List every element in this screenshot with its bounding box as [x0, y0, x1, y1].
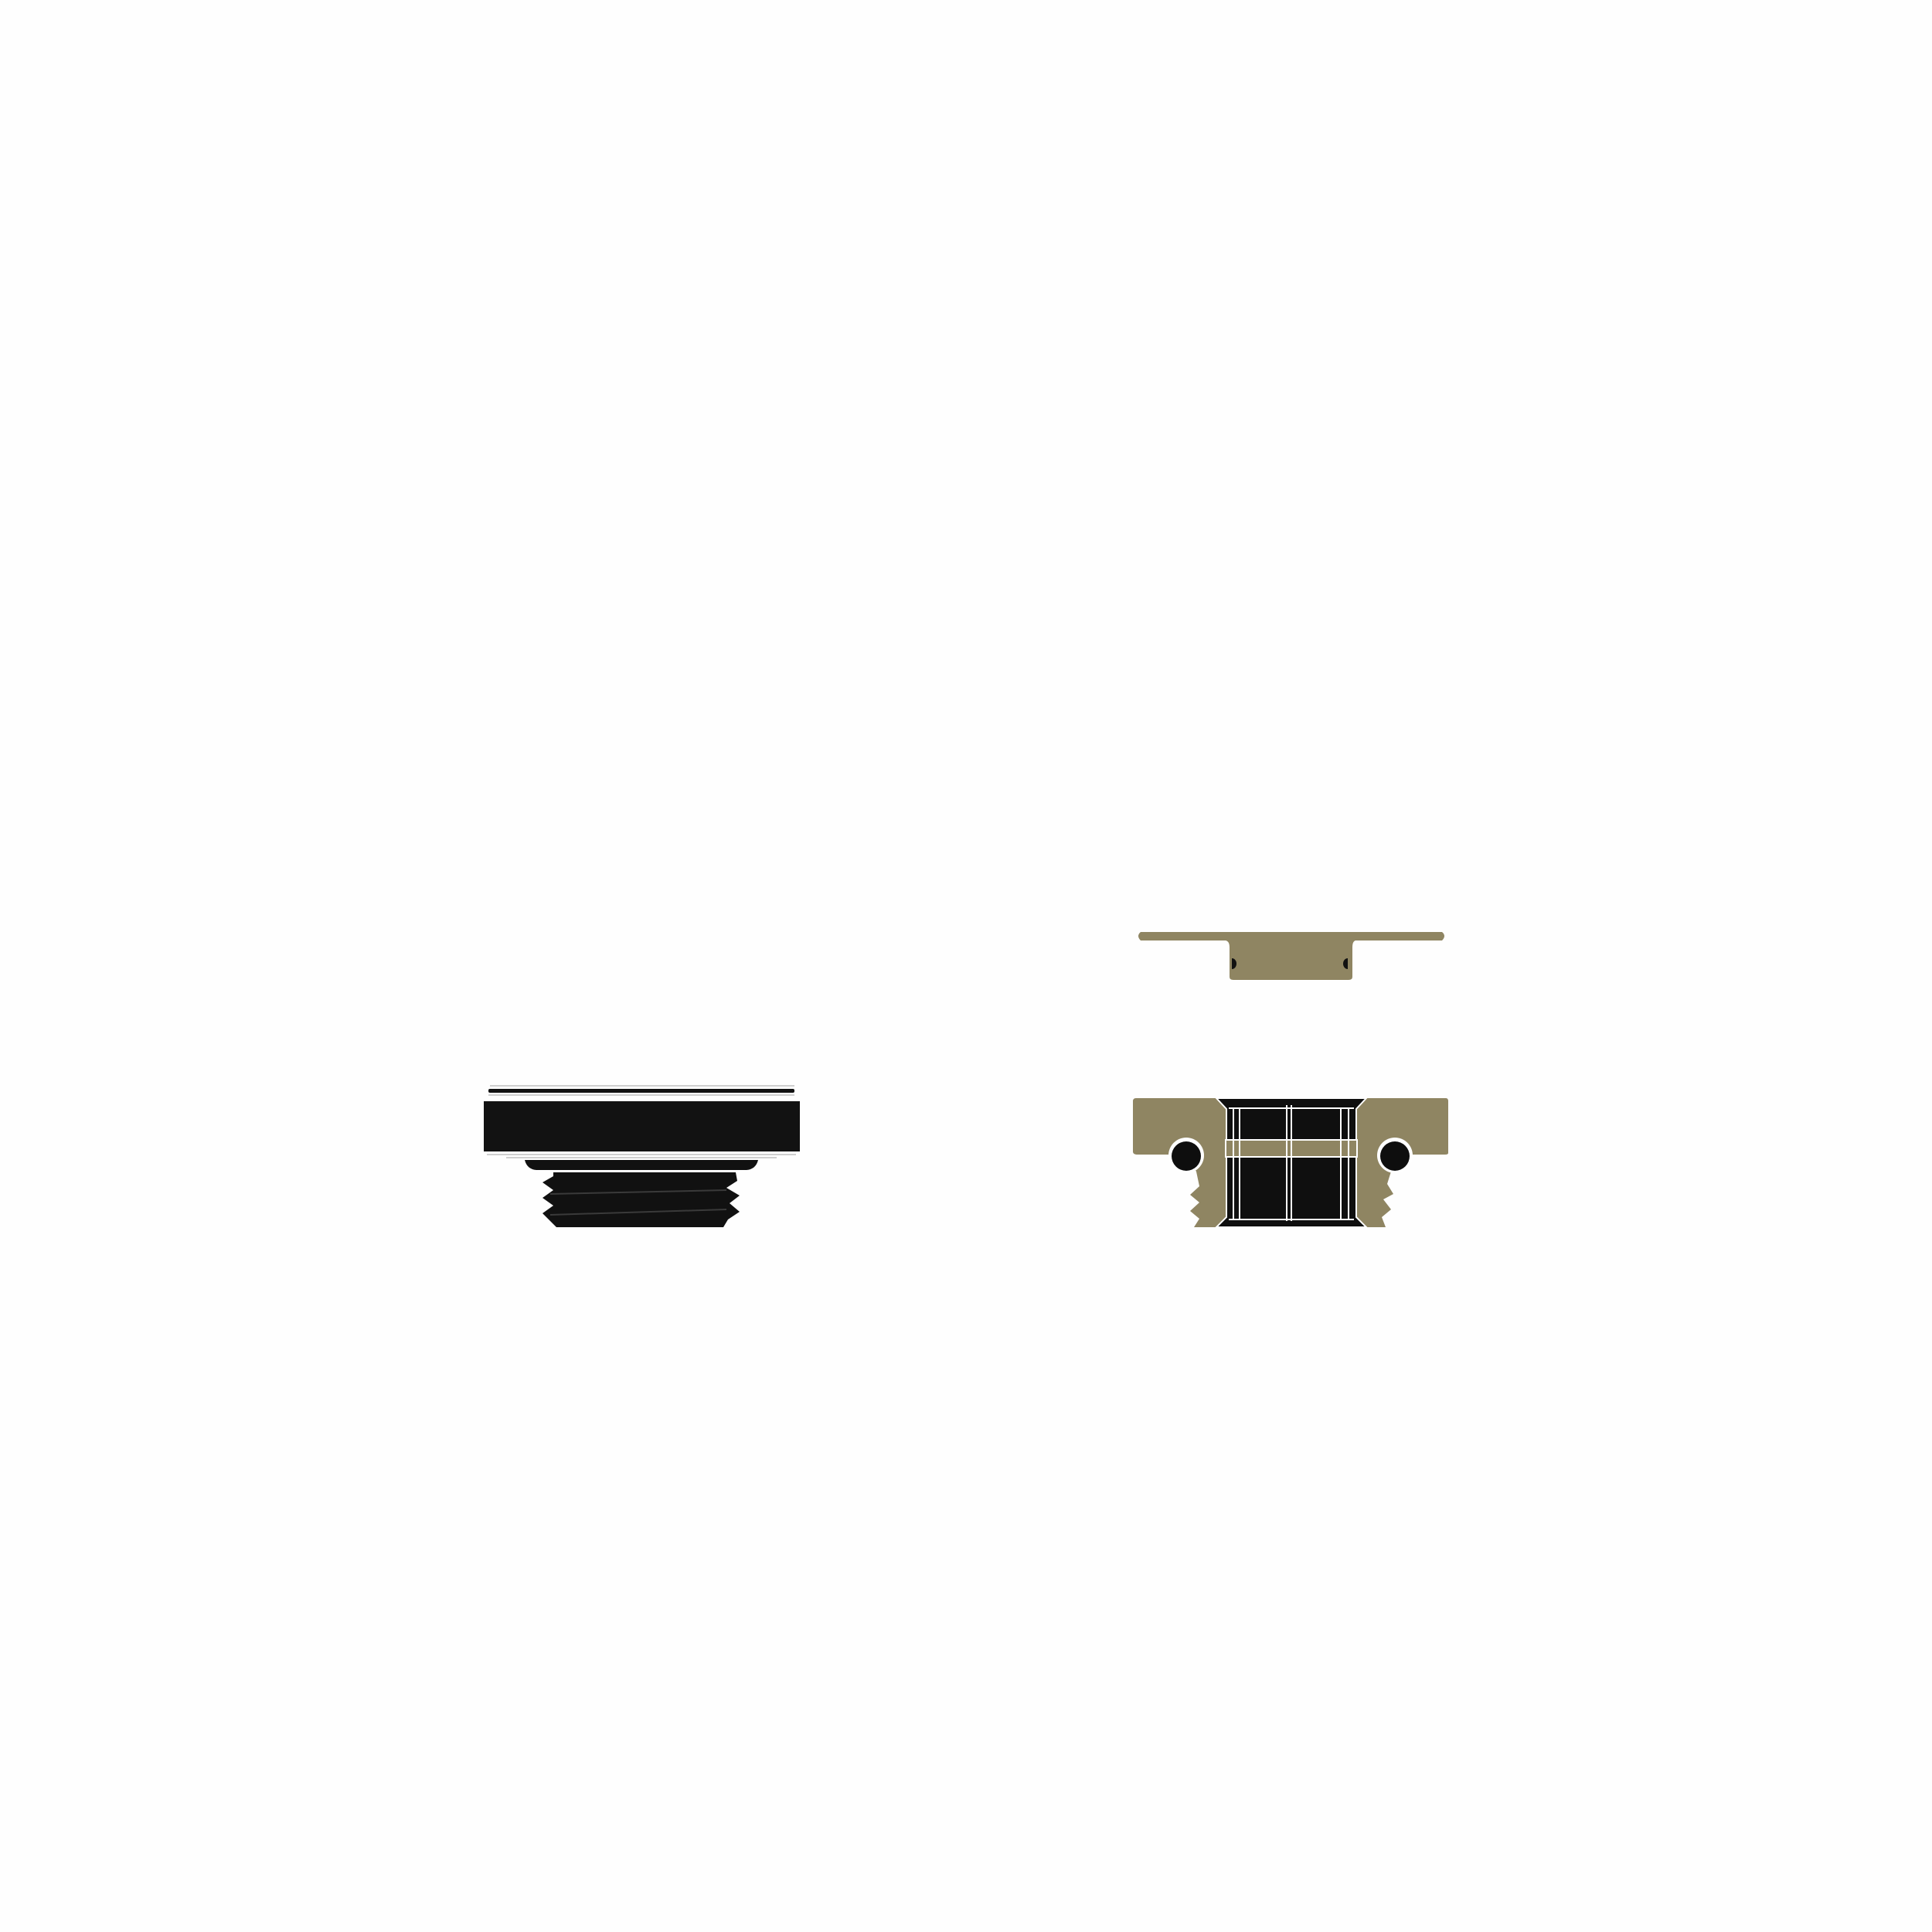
- washer-seal-right: [1343, 958, 1348, 969]
- top-rim: [488, 1089, 794, 1093]
- o-ring-left: [1172, 1141, 1201, 1171]
- thread-lines: [549, 1189, 727, 1216]
- socket-flat-lines: [1229, 1105, 1354, 1221]
- lower-highlight: [487, 1154, 796, 1155]
- lower-highlight-2: [506, 1157, 777, 1158]
- plug-side-view: [484, 1085, 800, 1227]
- collar: [525, 1160, 758, 1170]
- rim-highlight: [488, 1094, 794, 1096]
- o-ring-right: [1380, 1141, 1410, 1171]
- hex-body: [484, 1101, 800, 1151]
- thread: [543, 1172, 740, 1227]
- top-edge-highlight: [490, 1085, 794, 1087]
- washer-section: [1138, 932, 1444, 980]
- washer-seal-left: [1232, 958, 1236, 969]
- plug-cross-section: [1133, 932, 1448, 1228]
